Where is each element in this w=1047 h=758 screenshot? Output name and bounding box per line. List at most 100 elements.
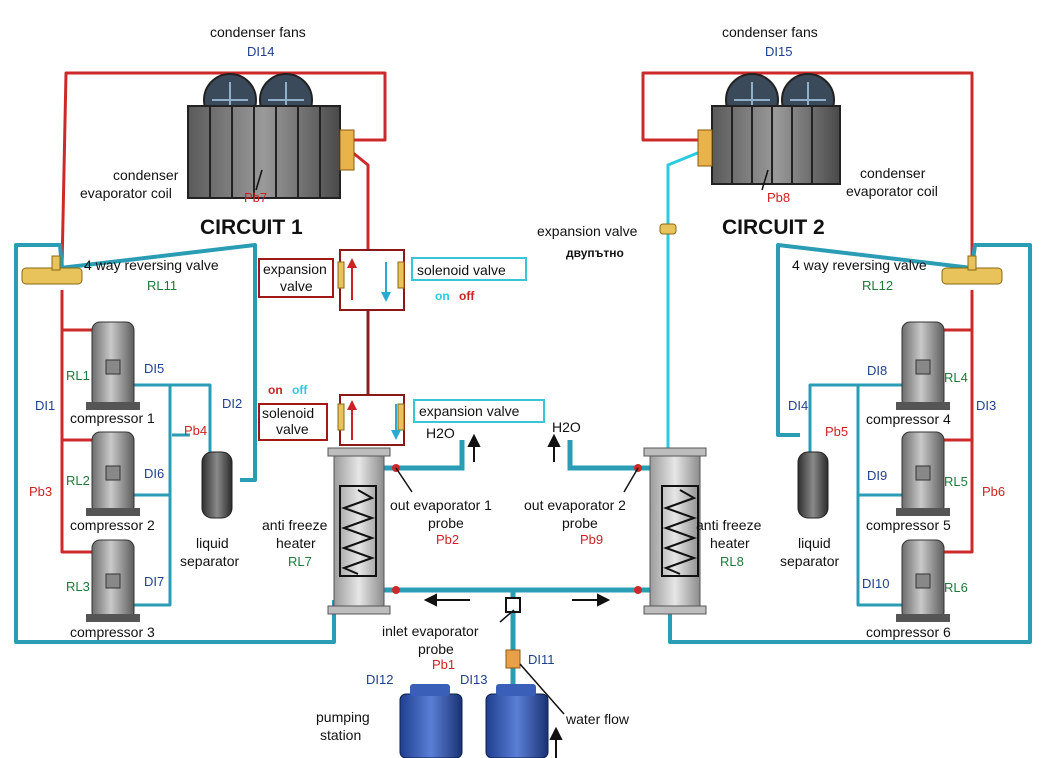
pb8-pointer — [761, 169, 769, 191]
liquid-separator-2-label-b: separator — [780, 553, 839, 569]
circuit1-pipes — [14, 71, 387, 644]
di6-label: DI6 — [144, 466, 164, 481]
rl7-label: RL7 — [288, 554, 312, 569]
out-probe-1-label-a: out evaporator 1 — [390, 497, 492, 513]
expansion-valve-box-top — [258, 258, 334, 298]
liquid-separator-2-label-a: liquid — [798, 535, 831, 551]
reversing-valve-1 — [21, 255, 83, 285]
compressor-5 — [896, 431, 950, 516]
pb2-pointer — [395, 467, 413, 493]
rl8-label: RL8 — [720, 554, 744, 569]
valve-block-top — [337, 249, 405, 311]
pumping-station-label-b: station — [320, 727, 361, 743]
pb2-label: Pb2 — [436, 532, 459, 547]
coil-label-2a: condenser — [860, 165, 926, 181]
heater-1-label-a: anti freeze — [262, 517, 328, 533]
compressor-4-label: compressor 4 — [866, 411, 951, 427]
compressor-3 — [86, 539, 140, 622]
state-off-bottom: off — [292, 383, 308, 397]
di2-label: DI2 — [222, 396, 242, 411]
solenoid-valve-bottom-1: solenoid — [262, 405, 314, 421]
evaporator-2 — [634, 447, 707, 615]
water-flow-pointer — [519, 663, 565, 715]
di8-label: DI8 — [867, 363, 887, 378]
pb7-pointer — [255, 169, 263, 191]
condenser-coil-1 — [187, 73, 355, 199]
valve-block-bottom — [337, 394, 405, 446]
pb4-label: Pb4 — [184, 423, 207, 438]
compressor-3-label: compressor 3 — [70, 624, 155, 640]
heater-1-label-b: heater — [276, 535, 316, 551]
inlet-probe-label-b: probe — [418, 641, 454, 657]
compressor-2-label: compressor 2 — [70, 517, 155, 533]
di12-label: DI12 — [366, 672, 393, 687]
solenoid-valve-box-bottom — [258, 403, 328, 441]
di5-label: DI5 — [144, 361, 164, 376]
expansion-valve-bottom-label: expansion valve — [419, 403, 520, 419]
di14-label: DI14 — [247, 44, 274, 59]
liquid-separator-1-label-b: separator — [180, 553, 239, 569]
pumping-station-label-a: pumping — [316, 709, 370, 725]
compressor-1 — [86, 321, 140, 410]
liquid-separator-1-label-a: liquid — [196, 535, 229, 551]
pump-1 — [399, 684, 463, 758]
evaporator-1 — [327, 447, 400, 615]
di9-label: DI9 — [867, 468, 887, 483]
expansion-valve-2-label: expansion valve — [537, 223, 638, 239]
di13-label: DI13 — [460, 672, 487, 687]
state-on-bottom: on — [268, 383, 283, 397]
compressor-6 — [896, 539, 950, 622]
rl12-label: RL12 — [862, 278, 893, 293]
coil-label-2b: evaporator coil — [846, 183, 938, 199]
expansion-valve-2 — [659, 223, 677, 235]
pb1-label: Pb1 — [432, 657, 455, 672]
pb7-label: Pb7 — [244, 190, 267, 205]
di15-label: DI15 — [765, 44, 792, 59]
heater-2-label-a: anti freeze — [696, 517, 762, 533]
flow-arrows — [423, 433, 611, 758]
rl6-label: RL6 — [944, 580, 968, 595]
water-label-2: H2O — [552, 419, 581, 435]
solenoid-valve-top-label: solenoid valve — [417, 262, 506, 278]
di11-label: DI11 — [528, 652, 555, 667]
di7-label: DI7 — [144, 574, 164, 589]
pump-2 — [485, 684, 549, 758]
compressor-5-label: compressor 5 — [866, 517, 951, 533]
coil-label-1a: condenser — [113, 167, 179, 183]
water-label-1: H2O — [426, 425, 455, 441]
heater-2-label-b: heater — [710, 535, 750, 551]
condenser-fans-label-1: condenser fans — [210, 24, 306, 40]
rl1-label: RL1 — [66, 368, 90, 383]
compressor-1-label: compressor 1 — [70, 410, 155, 426]
circuit2-pipes — [641, 71, 1032, 644]
out-probe-1-label-b: probe — [428, 515, 464, 531]
solenoid-valve-box-top — [411, 257, 527, 281]
rl11-label: RL11 — [147, 278, 177, 293]
water-flow-label: water flow — [565, 711, 630, 727]
circuit1-title: CIRCUIT 1 — [200, 216, 303, 239]
out-probe-2-label-a: out evaporator 2 — [524, 497, 626, 513]
inlet-probe-label-a: inlet evaporator — [382, 623, 479, 639]
expansion-valve-top-1: expansion — [263, 261, 327, 277]
compressor-4 — [896, 321, 950, 410]
reversing-valve-label-1: 4 way reversing valve — [84, 257, 219, 273]
inlet-probe-sensor — [505, 597, 521, 613]
pb6-label: Pb6 — [982, 484, 1005, 499]
di1-label: DI1 — [35, 398, 55, 413]
pb5-label: Pb5 — [825, 424, 848, 439]
rl5-label: RL5 — [944, 474, 968, 489]
condenser-fans-label-2: condenser fans — [722, 24, 818, 40]
rl3-label: RL3 — [66, 579, 90, 594]
liquid-separator-2 — [797, 451, 829, 519]
reversing-valve-2 — [941, 255, 1003, 285]
liquid-separator-1 — [201, 451, 233, 519]
compressor-6-label: compressor 6 — [866, 624, 951, 640]
solenoid-valve-bottom-2: valve — [276, 421, 309, 437]
state-on-top: on — [435, 289, 450, 303]
pb8-label: Pb8 — [767, 190, 790, 205]
state-off-top: off — [459, 289, 475, 303]
compressor-2 — [86, 431, 140, 516]
rl2-label: RL2 — [66, 473, 90, 488]
di10-label: DI10 — [862, 576, 889, 591]
